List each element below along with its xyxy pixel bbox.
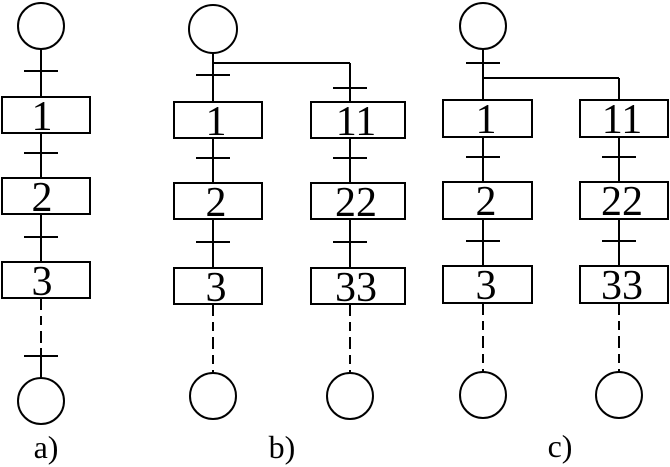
step-box bbox=[310, 101, 406, 139]
step-box bbox=[579, 99, 669, 138]
step-number: 1 bbox=[476, 97, 497, 143]
initial-node-circle bbox=[459, 2, 507, 50]
step-number: 2 bbox=[32, 175, 53, 221]
step-number: 22 bbox=[335, 180, 377, 226]
step-number: 2 bbox=[476, 179, 497, 225]
step-number: 3 bbox=[476, 263, 497, 309]
step-box bbox=[579, 265, 669, 304]
step-box bbox=[173, 101, 263, 139]
final-node-circle bbox=[189, 372, 237, 420]
step-box bbox=[579, 181, 669, 220]
diagram-b: 1 11 2 22 3 33 b) bbox=[173, 4, 406, 465]
initial-node-circle bbox=[188, 4, 238, 54]
step-number: 33 bbox=[601, 263, 643, 309]
step-box bbox=[442, 265, 533, 304]
step-box bbox=[1, 261, 91, 299]
final-node-circle bbox=[326, 372, 374, 420]
step-number: 3 bbox=[32, 259, 53, 305]
diagram-c: 1 11 2 22 3 33 c) bbox=[442, 2, 669, 464]
step-number: 1 bbox=[206, 99, 227, 145]
diagram-label: b) bbox=[269, 429, 296, 465]
final-node-circle bbox=[459, 371, 507, 419]
step-number: 2 bbox=[206, 180, 227, 226]
step-box bbox=[310, 182, 406, 220]
diagram-label: c) bbox=[548, 428, 573, 464]
diagram-label: a) bbox=[34, 429, 59, 465]
step-box bbox=[442, 99, 533, 138]
step-number: 1 bbox=[32, 94, 53, 140]
step-number: 22 bbox=[601, 179, 643, 225]
step-number: 33 bbox=[335, 265, 377, 311]
step-number: 11 bbox=[336, 99, 376, 145]
step-box bbox=[310, 267, 406, 305]
diagram-a: 1 2 3 a) bbox=[1, 2, 91, 465]
step-box bbox=[173, 267, 263, 305]
step-number: 3 bbox=[206, 265, 227, 311]
initial-node-circle bbox=[17, 2, 65, 50]
step-box bbox=[1, 177, 91, 215]
final-node-circle bbox=[17, 377, 65, 425]
step-box bbox=[173, 182, 263, 220]
step-number: 11 bbox=[602, 97, 642, 143]
final-node-circle bbox=[595, 371, 643, 419]
step-box bbox=[1, 96, 91, 134]
step-box bbox=[442, 181, 533, 220]
